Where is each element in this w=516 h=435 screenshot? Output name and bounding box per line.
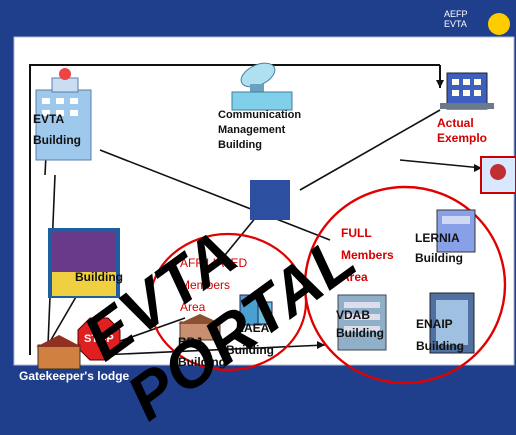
stop-sign-icon bbox=[77, 317, 121, 361]
bbj-line2: Building bbox=[178, 355, 226, 369]
vdab-line2: Building bbox=[336, 326, 384, 340]
full-area-label: FULL Members Area bbox=[341, 222, 394, 288]
arrowhead-3 bbox=[474, 164, 482, 172]
lernia-building-icon bbox=[436, 209, 476, 253]
left-area-building-icon bbox=[48, 228, 120, 298]
bbj-line1: BBJ bbox=[178, 335, 203, 349]
eaea-line1: EAEA bbox=[236, 321, 270, 335]
vdab-building-icon bbox=[337, 294, 387, 351]
left-area-building-label: Building bbox=[75, 270, 123, 285]
lernia-line2: Building bbox=[415, 251, 463, 265]
evta-label-line2: Building bbox=[33, 133, 81, 147]
evta-building-icon bbox=[35, 68, 92, 161]
full-line2: Members bbox=[341, 248, 394, 262]
affiliated-area-label: AFFILIATED Members Area bbox=[180, 252, 247, 318]
actual-exemplo-label: Actual Exemplo bbox=[437, 116, 487, 146]
arrow-portal-right bbox=[399, 159, 483, 169]
actual-label-line2: Exemplo bbox=[437, 131, 488, 145]
enaip-building-label: ENAIP Building bbox=[416, 313, 464, 357]
full-line3: Area bbox=[341, 270, 368, 284]
logo-person-icon bbox=[488, 13, 510, 35]
affiliated-line2: Members bbox=[180, 278, 231, 292]
stop-line1: STOP bbox=[84, 333, 114, 345]
evta-label-line1: EVTA bbox=[33, 112, 65, 126]
comm-label-line3: Building bbox=[218, 139, 262, 151]
arrow-evta-comm bbox=[99, 149, 331, 241]
affiliated-line1: AFFILIATED bbox=[180, 256, 248, 270]
logo-line-1: AEFP bbox=[444, 9, 468, 19]
arrowhead-1 bbox=[436, 80, 444, 88]
arrow-comm-actual bbox=[299, 109, 441, 191]
affiliated-line3: Area bbox=[180, 300, 206, 314]
communication-building-label: Communication Management Building bbox=[218, 108, 301, 153]
arrow-gate-left bbox=[47, 289, 81, 346]
edge-picture-icon bbox=[480, 156, 516, 194]
office-building-icon bbox=[440, 72, 494, 110]
full-line1: FULL bbox=[341, 226, 372, 240]
bbj-building-label: BBJ Building bbox=[178, 332, 226, 372]
enaip-line1: ENAIP bbox=[416, 317, 453, 331]
full-area-ellipse bbox=[303, 185, 507, 385]
actual-label-line1: Actual bbox=[437, 116, 474, 130]
left-label-line1: Building bbox=[75, 270, 123, 284]
eaea-line2: Building bbox=[226, 343, 274, 357]
aefp-evta-logo: AEFP EVTA bbox=[444, 9, 468, 29]
vdab-building-label: VDAB Building bbox=[336, 306, 384, 342]
vdab-line1: VDAB bbox=[336, 308, 371, 322]
comm-label-line1: Communication bbox=[218, 109, 302, 121]
eaea-building-icon bbox=[239, 294, 273, 326]
enaip-line2: Building bbox=[416, 339, 464, 353]
bbj-building-icon bbox=[178, 314, 222, 341]
gatekeeper-lodge-icon bbox=[36, 335, 82, 370]
lernia-line1: LERNIA bbox=[415, 231, 460, 245]
stop-sign-label: STOP bbox=[84, 332, 114, 347]
frame-arrow-top bbox=[29, 64, 440, 355]
eaea-building-label: EAEA Building bbox=[226, 317, 274, 361]
enaip-building-icon bbox=[429, 292, 475, 354]
slide: AEFP EVTA EVTA Building Communication Ma… bbox=[13, 9, 516, 434]
arrowhead-2 bbox=[317, 341, 325, 349]
logo-line-2: EVTA bbox=[444, 19, 467, 29]
satellite-dish-icon bbox=[231, 62, 293, 220]
lernia-building-label: LERNIA Building bbox=[415, 228, 463, 268]
gatekeeper-lodge-label: Gatekeeper's lodge bbox=[19, 369, 130, 383]
evta-building-label: EVTA Building bbox=[33, 112, 81, 148]
comm-label-line2: Management bbox=[218, 124, 286, 136]
diagram-canvas bbox=[13, 36, 516, 385]
